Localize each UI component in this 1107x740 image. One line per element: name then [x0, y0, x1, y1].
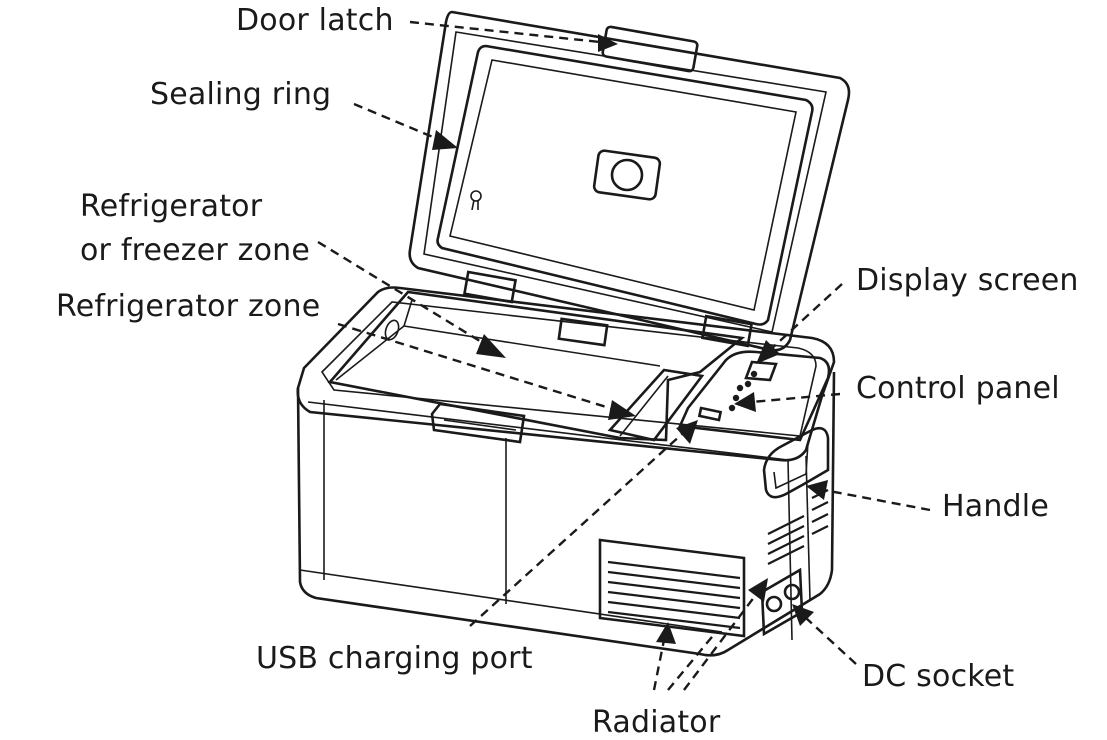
handle-shape — [762, 426, 830, 499]
lid — [408, 10, 851, 352]
cabinet-body — [296, 371, 836, 657]
label-usb-charging-port: USB charging port — [256, 641, 533, 676]
door-latch-shape — [601, 25, 699, 73]
sealing-ring-shape — [436, 44, 814, 326]
control-panel-shape — [678, 350, 831, 442]
label-handle: Handle — [942, 489, 1049, 524]
label-fridge-freezer-zone-line1: Refrigerator — [80, 189, 263, 224]
label-radiator: Radiator — [592, 705, 721, 740]
display-screen-shape — [744, 360, 778, 382]
leader-lines — [317, 20, 931, 691]
label-dc-socket: DC socket — [862, 659, 1015, 694]
label-display-screen: Display screen — [856, 263, 1079, 298]
label-refrigerator-zone: Refrigerator zone — [56, 289, 321, 324]
radiator-shape — [598, 489, 829, 638]
label-door-latch: Door latch — [236, 3, 394, 38]
cabinet-top — [296, 286, 836, 462]
usb-port-shape — [697, 406, 723, 422]
label-control-panel: Control panel — [856, 371, 1060, 406]
label-fridge-freezer-zone-line2: or freezer zone — [80, 233, 311, 268]
label-sealing-ring: Sealing ring — [150, 77, 332, 112]
